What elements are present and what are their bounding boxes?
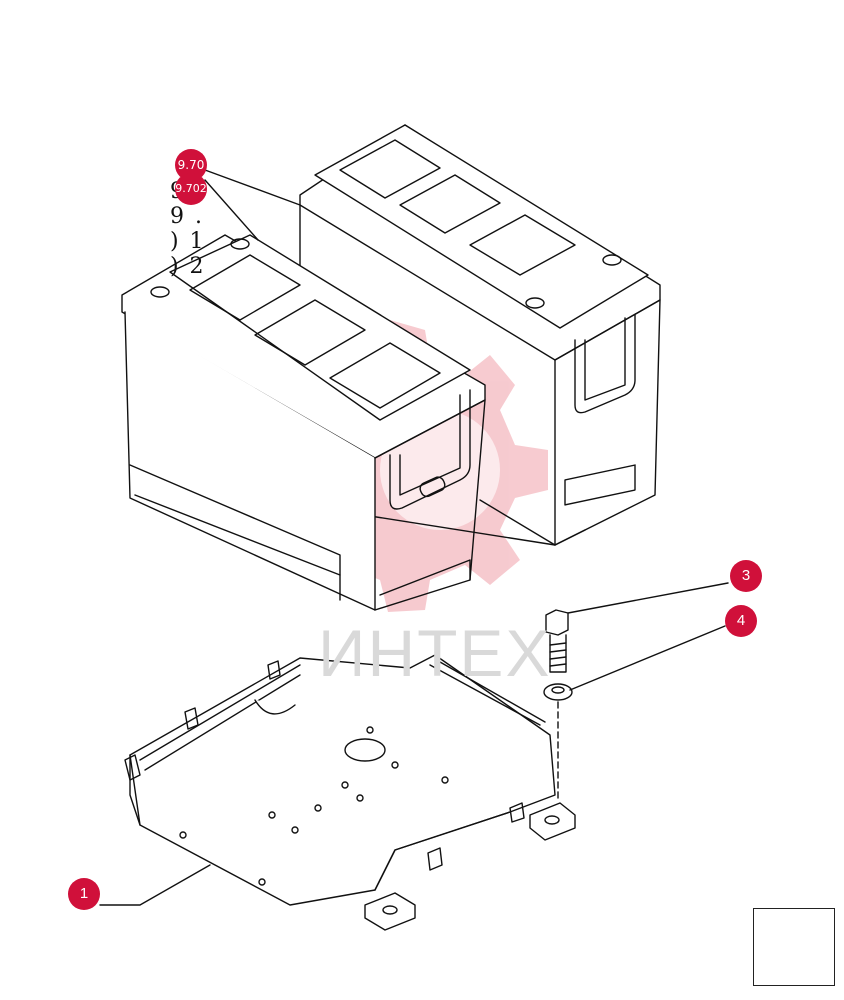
reference-suffix: ) 2 (169, 254, 206, 279)
reference-line-2[interactable]: 9 . ) 2 (134, 179, 206, 304)
bolt (545, 609, 569, 673)
navigation-arrow-button[interactable] (753, 908, 835, 986)
reference-badge-2[interactable]: 9.702 (175, 173, 207, 205)
callout-leaders (99, 582, 729, 906)
washer (543, 683, 573, 701)
mounting-plate (124, 654, 576, 931)
battery-back (299, 124, 661, 546)
reference-leaders (204, 169, 301, 241)
reference-suffix: ) 1 (169, 229, 206, 254)
reference-prefix: 9 . (169, 204, 204, 229)
watermark-text: ИНТЕХ (318, 616, 552, 690)
callout-1[interactable]: 1 (68, 878, 100, 910)
battery-front (121, 234, 486, 611)
callout-3[interactable]: 3 (730, 560, 762, 592)
callout-4[interactable]: 4 (725, 605, 757, 637)
